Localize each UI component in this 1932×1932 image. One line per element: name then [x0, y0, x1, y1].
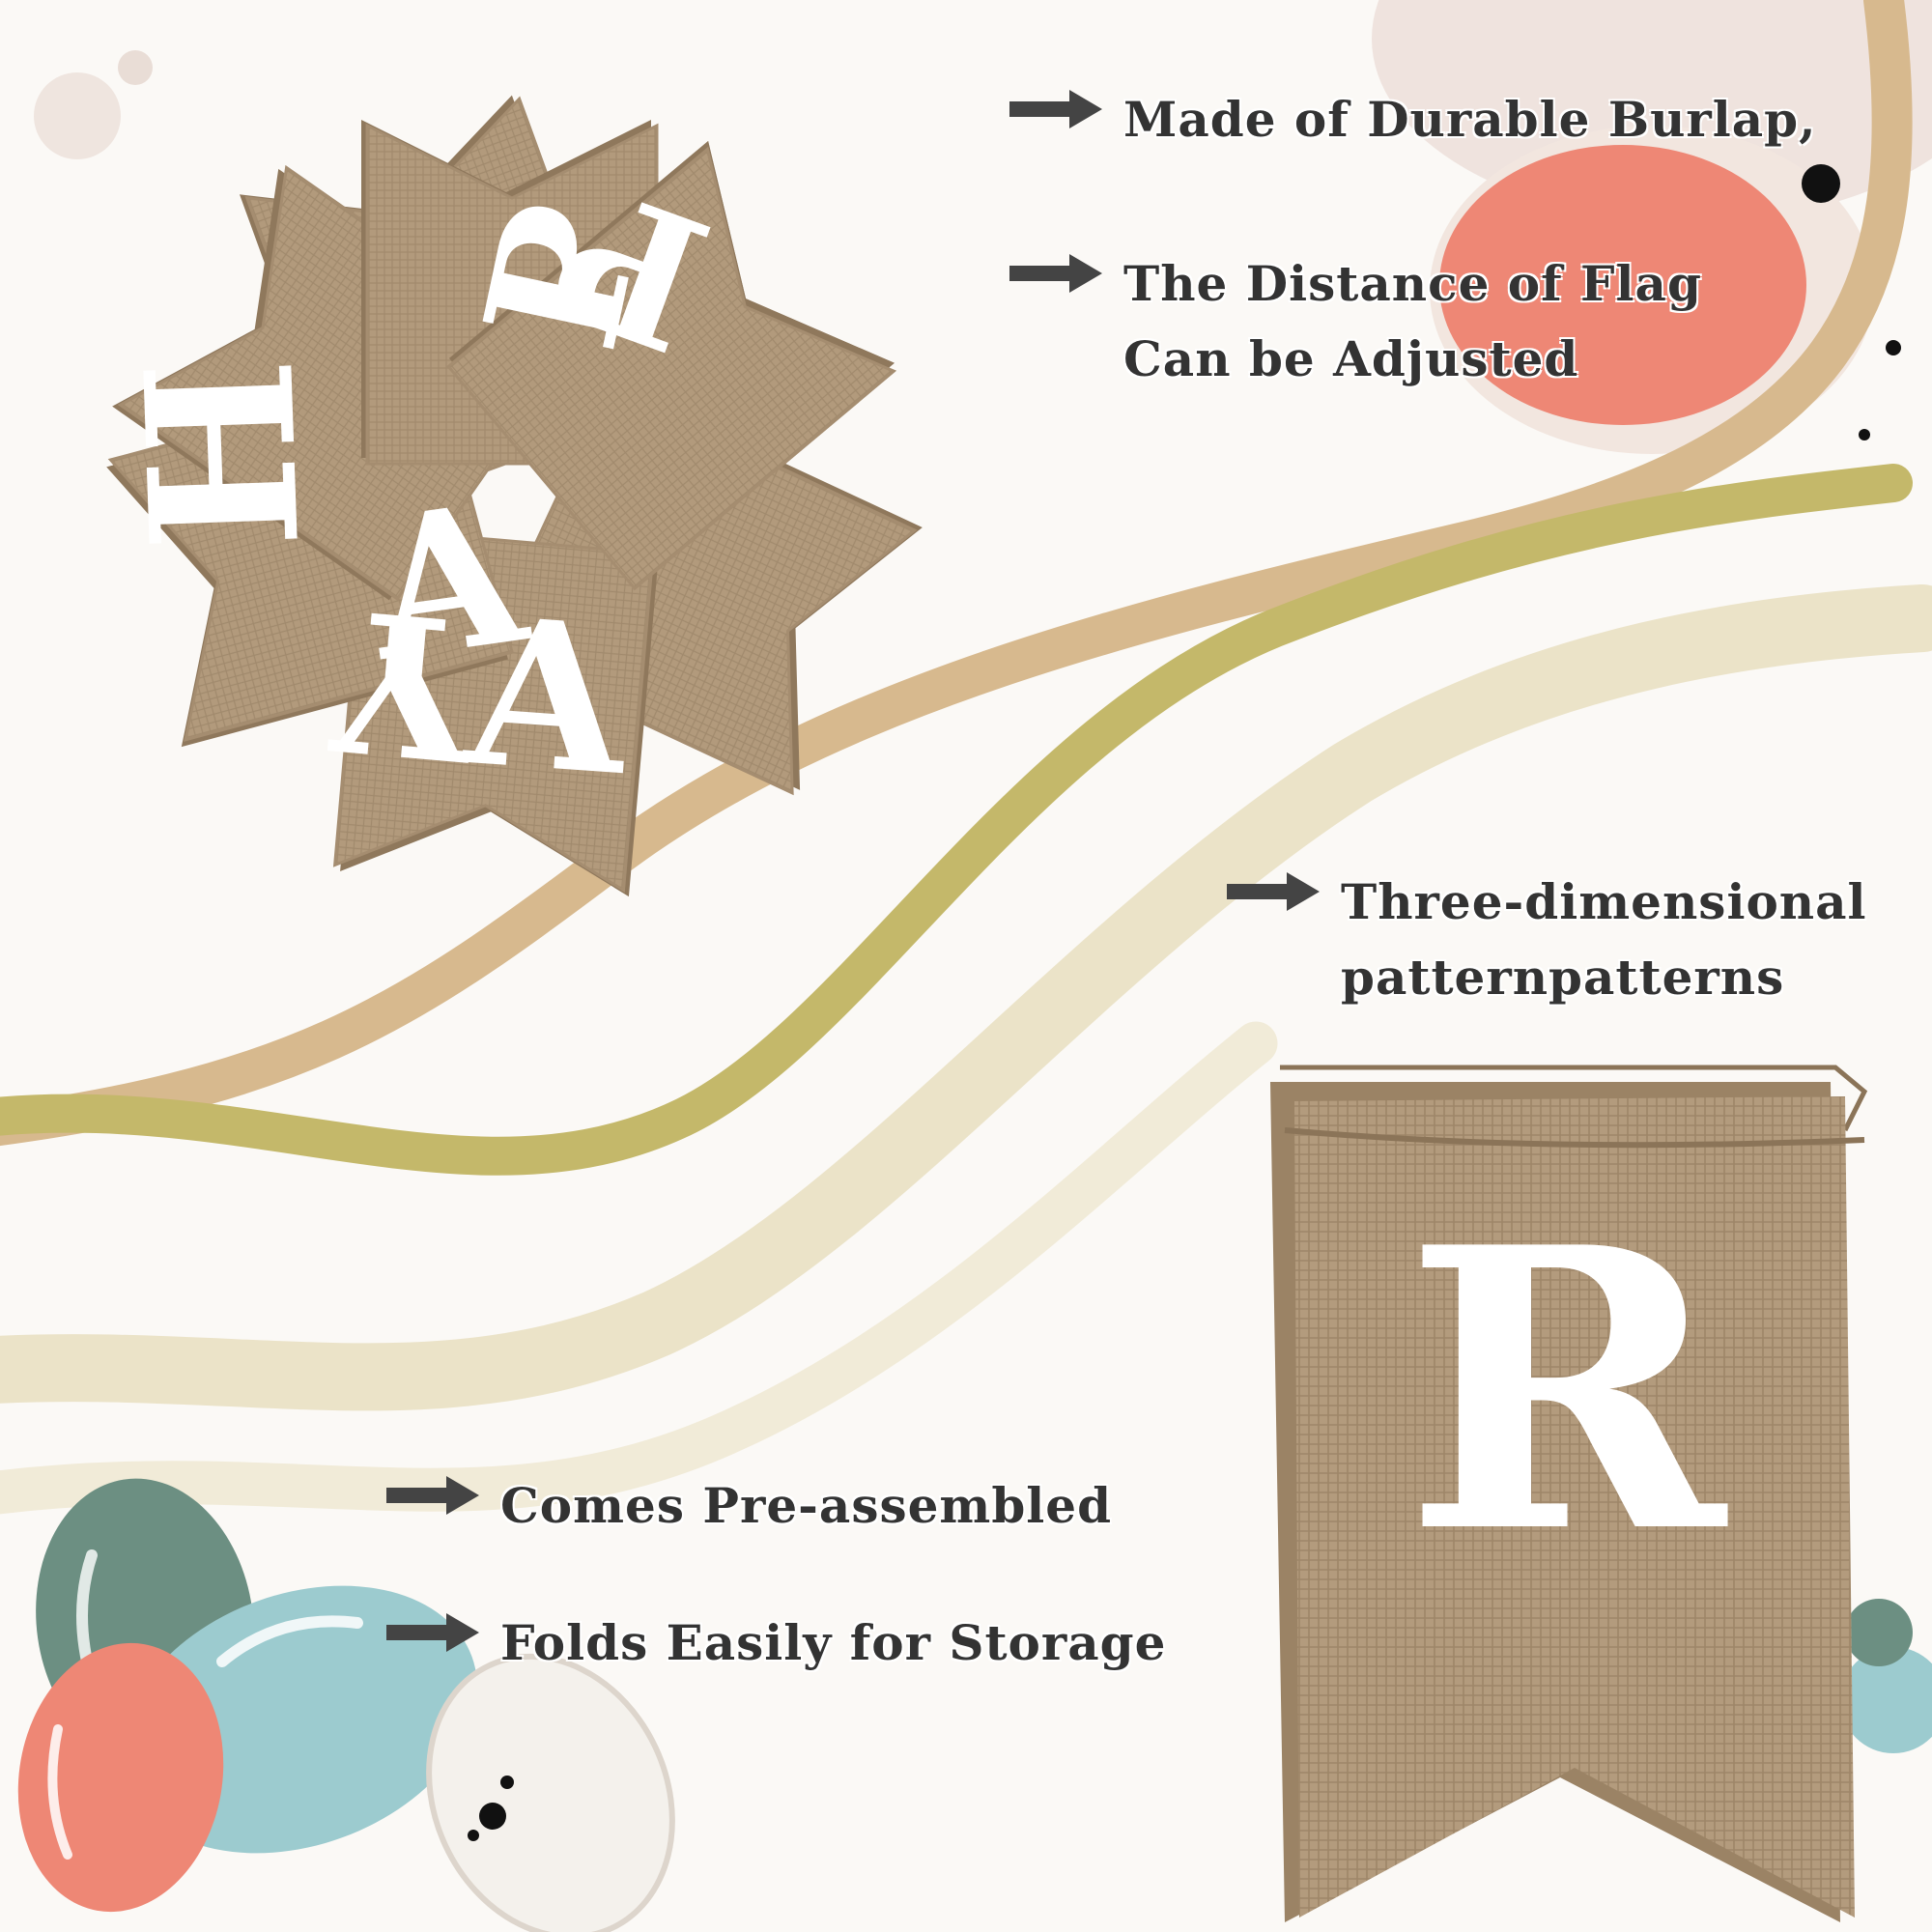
right-arrow-icon	[386, 1476, 479, 1515]
feature-text: Folds Easily for Storage	[500, 1605, 1166, 1681]
right-arrow-icon	[386, 1613, 479, 1652]
feature-line: Three-dimensional	[1341, 873, 1867, 930]
egg-coral-icon	[17, 1642, 224, 1913]
feature-line: Can be Adjusted	[1123, 330, 1579, 387]
easter-eggs	[17, 1478, 1932, 1932]
feature-three-dimensional: Three-dimensional patternpatterns	[1227, 865, 1867, 1015]
feature-folds-easily: Folds Easily for Storage	[386, 1605, 1166, 1681]
stacked-flag-body	[446, 146, 896, 591]
wave-tan	[0, 0, 1913, 1147]
black-dot	[1802, 164, 1840, 203]
feature-line: Comes Pre-assembled	[500, 1477, 1113, 1534]
feature-line: Folds Easily for Storage	[500, 1614, 1167, 1671]
single-flag-letter: R	[1405, 1164, 1731, 1618]
black-dot	[1859, 429, 1870, 440]
feature-text: The Distance of Flag Can be Adjusted	[1123, 246, 1702, 397]
single-flag: R	[1270, 1065, 1868, 1922]
egg-green-icon	[1845, 1599, 1913, 1666]
feature-pre-assembled: Comes Pre-assembled	[386, 1468, 1112, 1544]
wave-cream	[0, 584, 1932, 1411]
wave-decoration	[0, 0, 1932, 1515]
feature-text: Made of Durable Burlap,	[1123, 82, 1817, 157]
stacked-flag-body	[117, 164, 566, 602]
right-arrow-icon	[1009, 254, 1102, 293]
stacked-flag-letter: Y	[324, 564, 485, 803]
single-flag-body	[1294, 1096, 1855, 1918]
wave-cream-light	[0, 1021, 1278, 1515]
right-arrow-icon	[1009, 90, 1102, 128]
stacked-flag	[446, 140, 896, 591]
stacked-flag-letter: A	[355, 459, 539, 705]
black-dot	[1886, 340, 1901, 355]
feature-line: The Distance of Flag	[1123, 255, 1702, 312]
background-decoration	[34, 0, 1932, 454]
stacked-flag	[112, 164, 566, 602]
feature-text: Three-dimensional patternpatterns	[1341, 865, 1867, 1015]
egg-outline-icon	[426, 1653, 675, 1932]
feature-text: Comes Pre-assembled	[500, 1468, 1112, 1544]
feature-adjustable-distance: The Distance of Flag Can be Adjusted	[1009, 246, 1702, 397]
feature-line: Made of Durable Burlap,	[1123, 91, 1817, 148]
wave-olive	[0, 464, 1913, 1176]
stacked-flag-letter: H	[100, 355, 346, 554]
stacked-flag-letter: A	[458, 572, 637, 821]
coral-blob	[1439, 145, 1806, 425]
feature-line: patternpatterns	[1341, 949, 1785, 1006]
egg-blue-icon	[1840, 1647, 1932, 1753]
feature-durable-burlap: Made of Durable Burlap,	[1009, 82, 1817, 157]
right-arrow-icon	[1227, 872, 1320, 911]
